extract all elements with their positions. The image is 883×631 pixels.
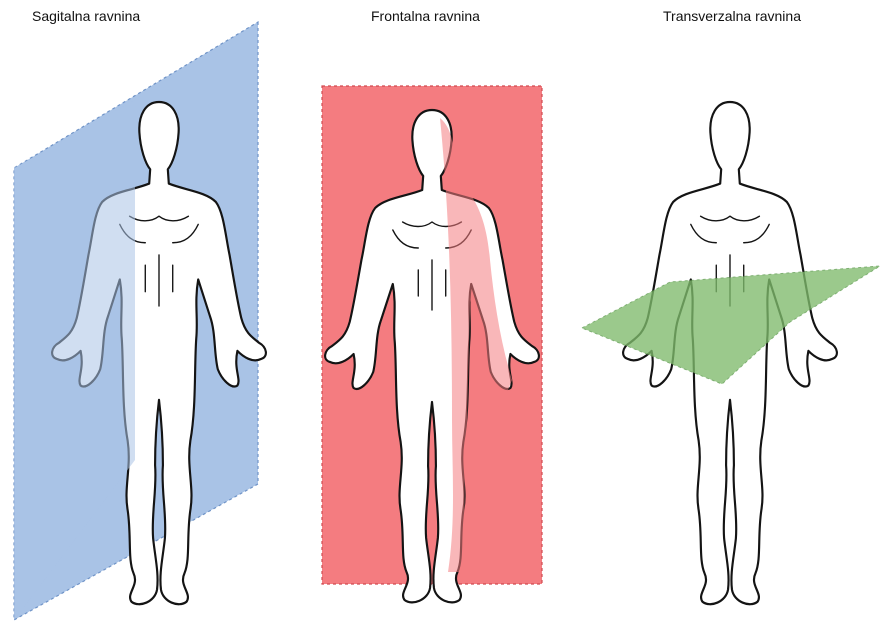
- transverse-figure: [582, 102, 880, 604]
- frontal-figure: [322, 86, 542, 602]
- transverse-plane: [582, 266, 880, 384]
- sagittal-figure: [14, 22, 266, 620]
